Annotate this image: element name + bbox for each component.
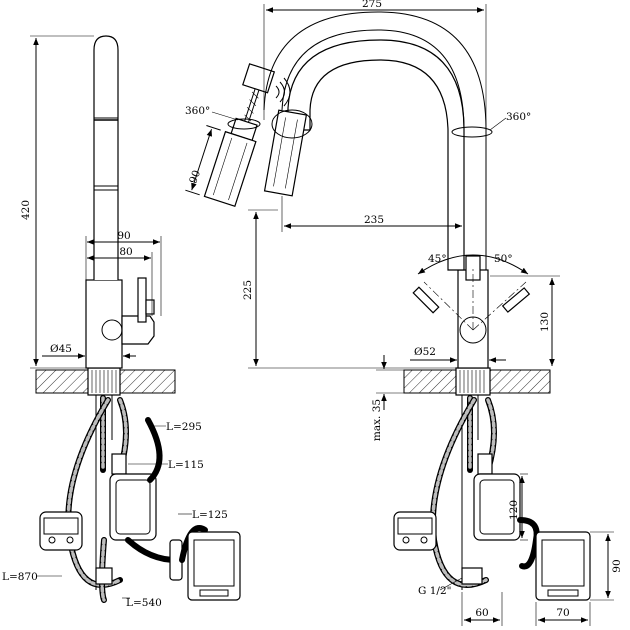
pullout-detail: 90 360° [185, 63, 291, 208]
angle-45: 45° [428, 253, 447, 265]
side-view: 420 90 80 Ø45 [2, 35, 241, 609]
battery-box-right [535, 531, 591, 601]
dim-420: 420 [20, 200, 32, 220]
label-l115: L=115 [168, 459, 204, 471]
label-l125: L=125 [192, 509, 228, 521]
sensor-ring [271, 109, 313, 139]
dim-80: 80 [119, 246, 132, 258]
label-l870: L=870 [2, 571, 38, 583]
control-box-left [109, 473, 157, 541]
dim-120: 120 [508, 500, 520, 520]
dim-275: 275 [362, 0, 382, 10]
mounting-nut-right [455, 367, 491, 396]
sensor-wave-icon [275, 85, 280, 99]
dim-90-top: 90 [117, 230, 130, 242]
front-view: 360° 275 235 225 45° 50° 130 Ø52 [242, 0, 623, 626]
gooseneck-spout [287, 39, 465, 271]
dim-max35: max. 35 [371, 399, 383, 441]
dim-90-head: 90 [187, 169, 203, 186]
dim-130: 130 [539, 312, 551, 332]
label-360-head: 360° [185, 105, 210, 117]
hose-connector [242, 63, 276, 94]
spray-head-front [263, 109, 308, 197]
sensor-pod-right [393, 511, 437, 551]
dim-60: 60 [475, 607, 488, 619]
dim-235: 235 [364, 214, 384, 226]
battery-box-left [187, 531, 241, 601]
lever-side [121, 315, 155, 345]
dim-d52: Ø52 [414, 346, 436, 358]
label-l540: L=540 [126, 597, 162, 609]
label-l295: L=295 [166, 421, 202, 433]
dim-225: 225 [242, 280, 254, 300]
dim-70: 70 [556, 607, 569, 619]
angle-50: 50° [494, 253, 513, 265]
dim-d45: Ø45 [50, 343, 72, 355]
dim-90-battery: 90 [611, 559, 623, 572]
pullout-head [203, 130, 257, 208]
spout-side [93, 35, 119, 280]
label-360-spout: 360° [506, 111, 531, 123]
label-g12: G 1/2" [418, 585, 451, 597]
sensor-pod-left [39, 511, 83, 551]
